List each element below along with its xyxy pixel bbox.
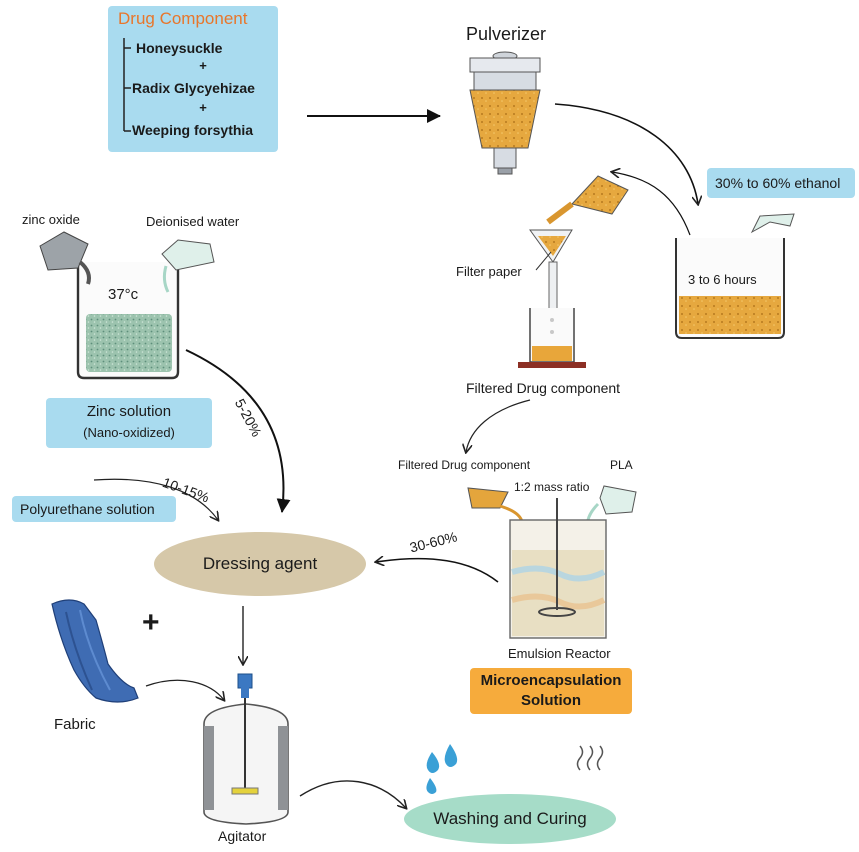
drug-item-forsythia: Weeping forsythia xyxy=(132,122,254,138)
reactor-pla-label: PLA xyxy=(610,458,633,472)
washing-curing-ellipse: Washing and Curing xyxy=(404,794,616,844)
pulverizer-label: Pulverizer xyxy=(466,24,547,44)
ethanol-beaker xyxy=(675,213,795,339)
emulsion-reactor-label: Emulsion Reactor xyxy=(508,646,611,661)
zinc-solution-title: Zinc solution xyxy=(86,403,172,420)
microencapsulation-line2: Solution xyxy=(521,692,581,709)
zinc-solution-sub: (Nano-oxidized) xyxy=(83,425,175,440)
arrow-pulverizer-to-ethanol xyxy=(554,103,698,204)
drug-component-title: Drug Component xyxy=(118,9,248,28)
dressing-agent-label: Dressing agent xyxy=(202,554,318,573)
funnel-with-filter xyxy=(529,229,573,335)
pulverizer-illustration xyxy=(469,51,541,175)
arrow-polyurethane-to-dressing xyxy=(93,478,218,520)
arrow-fabric-to-agitator xyxy=(145,679,224,700)
drug-item-honeysuckle: Honeysuckle xyxy=(136,40,223,56)
dressing-agent-ellipse: Dressing agent xyxy=(154,532,366,596)
ethanol-box: 30% to 60% ethanol xyxy=(707,168,855,198)
microencapsulation-box: Microencapsulation Solution xyxy=(470,668,632,714)
arrow-filtered-to-reactor xyxy=(466,399,531,452)
fabric-illustration xyxy=(51,599,139,703)
drug-item-radix: Radix Glycyehizae xyxy=(132,80,255,96)
polyurethane-label: Polyurethane solution xyxy=(20,501,155,517)
washing-curing-label: Washing and Curing xyxy=(433,809,587,828)
water-drops-icon xyxy=(426,744,458,794)
arrow-ethanol-to-filter xyxy=(612,172,691,236)
filtered-drug-label: Filtered Drug component xyxy=(466,380,621,396)
filtered-beaker xyxy=(518,308,586,368)
zinc-beaker xyxy=(39,231,215,380)
drug-plus-1: + xyxy=(199,58,207,73)
pouring-beaker xyxy=(546,175,629,225)
filter-paper-label: Filter paper xyxy=(456,264,522,279)
emulsion-reactor xyxy=(467,485,637,639)
drug-list-bracket xyxy=(123,38,131,132)
reactor-drug-label: Filtered Drug component xyxy=(398,458,531,472)
drug-component-box: Drug Component Honeysuckle + Radix Glycy… xyxy=(108,6,278,152)
steam-icon xyxy=(576,745,604,771)
ethanol-duration: 3 to 6 hours xyxy=(688,272,757,287)
zinc-solution-box: Zinc solution (Nano-oxidized) xyxy=(46,398,212,448)
drug-plus-2: + xyxy=(199,100,207,115)
agitator-illustration xyxy=(203,673,289,825)
zinc-oxide-label: zinc oxide xyxy=(22,212,80,227)
polyurethane-box: Polyurethane solution xyxy=(12,496,176,522)
arrow-zinc-to-dressing xyxy=(185,349,291,513)
deionised-water-label: Deionised water xyxy=(146,214,240,229)
arrow-reactor-to-dressing xyxy=(376,559,499,583)
arrow-agitator-to-washing xyxy=(299,780,406,808)
reactor-mass-ratio: 1:2 mass ratio xyxy=(514,480,590,494)
fabric-label: Fabric xyxy=(54,716,96,733)
ethanol-label: 30% to 60% ethanol xyxy=(715,175,841,191)
fabric-plus: + xyxy=(142,606,160,639)
microencapsulation-line1: Microencapsulation xyxy=(480,672,622,689)
zinc-temperature: 37°c xyxy=(108,286,139,303)
agitator-label: Agitator xyxy=(218,828,267,844)
